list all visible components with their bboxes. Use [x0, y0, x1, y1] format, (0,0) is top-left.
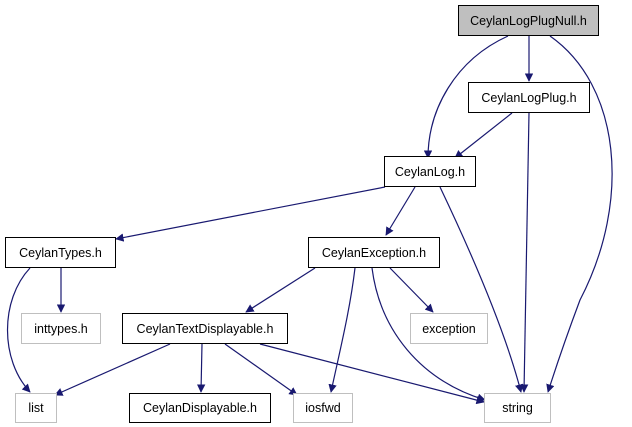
- node-ceylanlogplugnull: CeylanLogPlugNull.h: [458, 5, 599, 36]
- edge-log-string: [439, 186, 524, 393]
- node-ceylanlog[interactable]: CeylanLog.h: [384, 156, 476, 187]
- edge-textdisp-string: [259, 343, 485, 405]
- edge-types-list: [7, 267, 31, 393]
- node-string: string: [484, 393, 551, 423]
- edge-textdisp-disp: [196, 343, 206, 393]
- node-ceylantypes[interactable]: CeylanTypes.h: [5, 237, 116, 268]
- edge-textdisp-list: [54, 343, 171, 396]
- edge-exc-string: [371, 267, 486, 402]
- edge-log-types: [115, 186, 386, 242]
- edge-log-exception: [385, 186, 416, 236]
- edge-root-string: [546, 35, 613, 393]
- edge-root-log: [423, 35, 509, 159]
- node-ceylandisplayable[interactable]: CeylanDisplayable.h: [129, 393, 271, 423]
- edge-exc-exception: [389, 267, 434, 313]
- node-exception: exception: [410, 313, 488, 344]
- node-ceylantextdisplayable[interactable]: CeylanTextDisplayable.h: [122, 313, 288, 344]
- edge-exc-iosfwd: [328, 267, 356, 393]
- edge-textdisp-iosfwd: [224, 343, 298, 396]
- node-inttypes: inttypes.h: [21, 313, 101, 344]
- edge-logplug-log: [454, 112, 513, 159]
- edge-exc-textdisp: [245, 267, 316, 313]
- node-iosfwd: iosfwd: [293, 393, 353, 423]
- node-ceylanexception[interactable]: CeylanException.h: [308, 237, 440, 268]
- edge-logplug-string: [519, 112, 530, 393]
- node-ceylanlogplug[interactable]: CeylanLogPlug.h: [468, 82, 590, 113]
- node-list: list: [15, 393, 57, 423]
